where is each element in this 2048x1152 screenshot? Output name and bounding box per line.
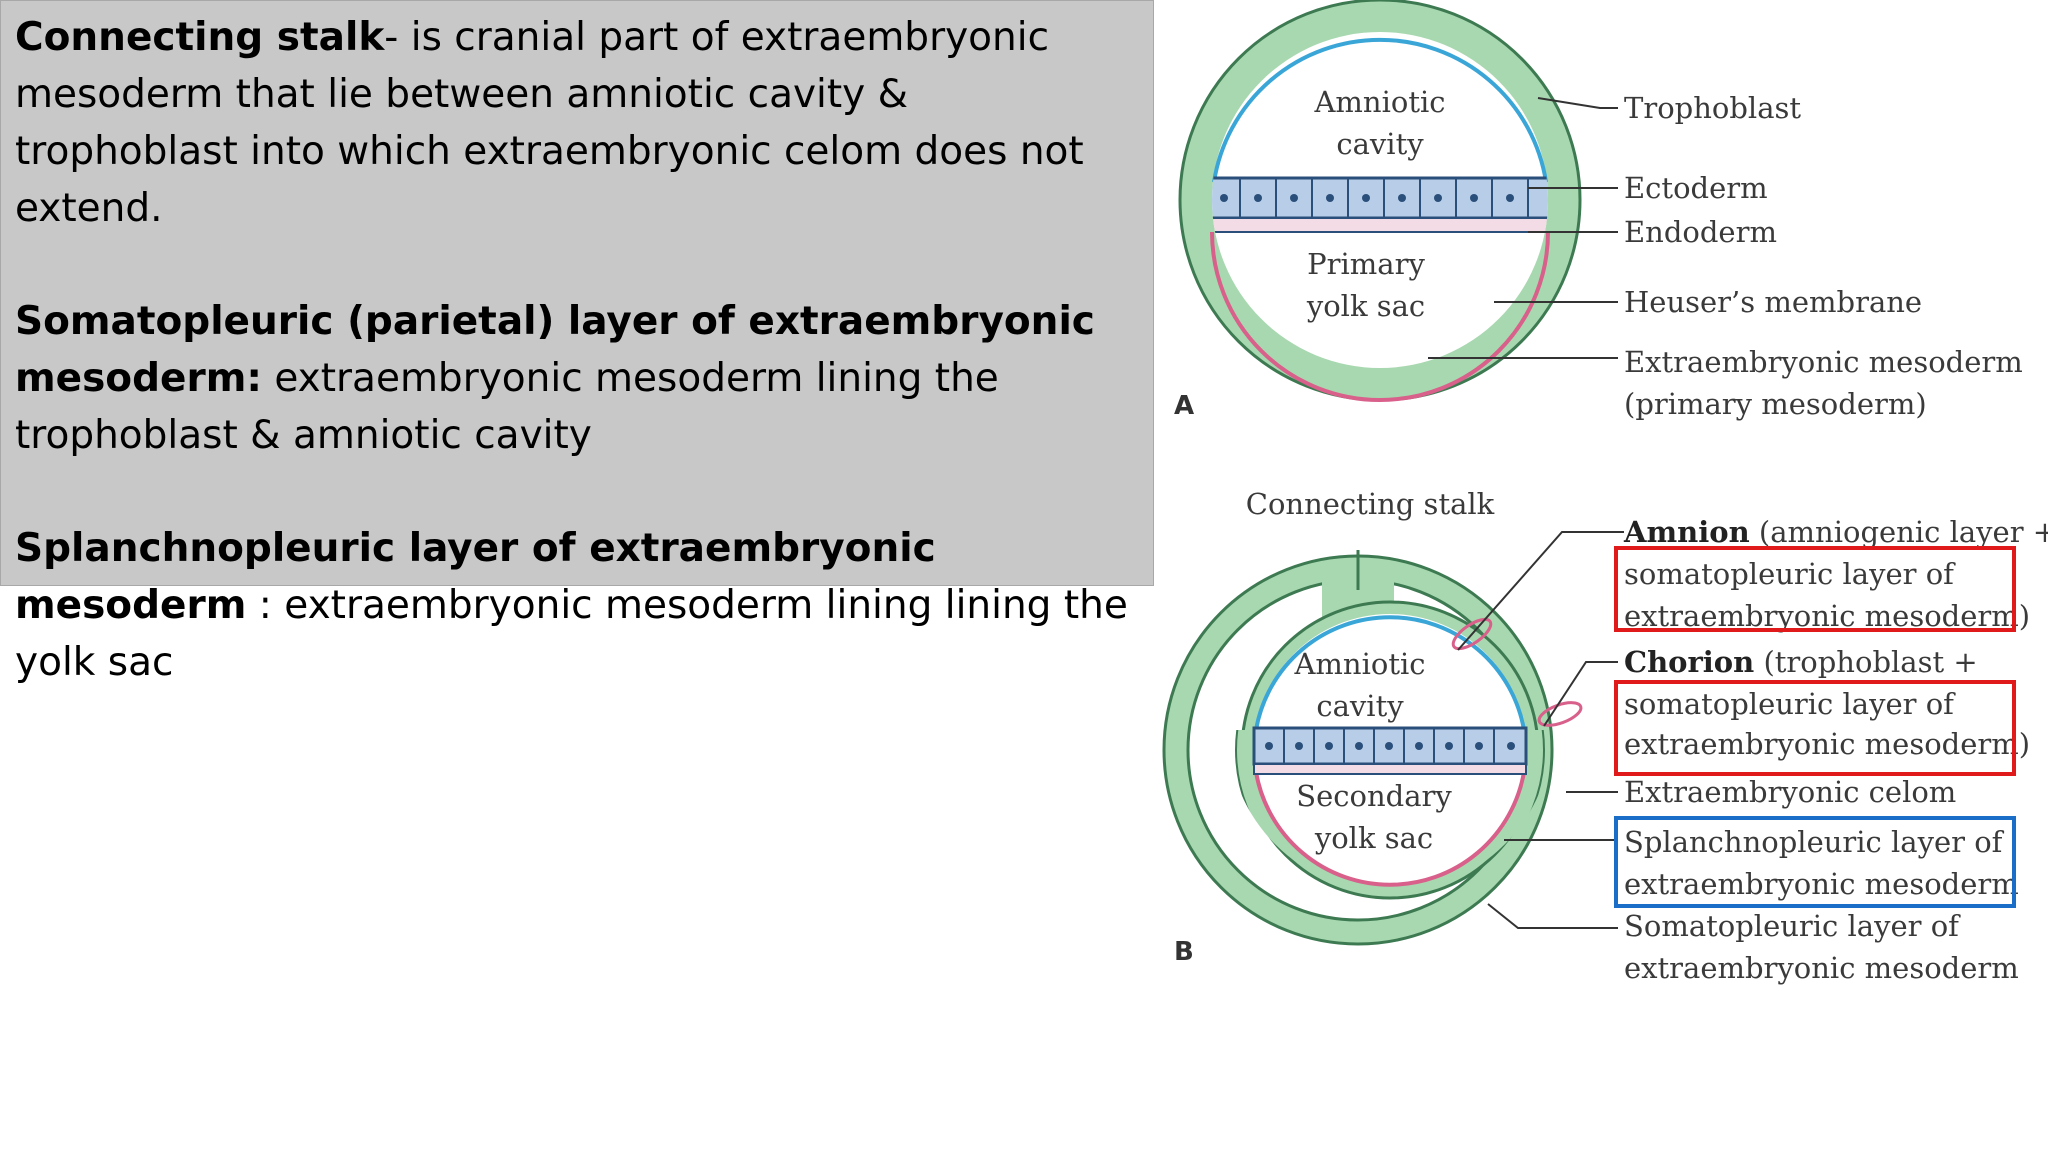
a-label-eem-2: (primary mesoderm)	[1624, 387, 1927, 421]
definition-somatopleuric: extraembryonic mesoderm lining the troph…	[15, 356, 999, 458]
b-amniotic-label-1: Amniotic	[1293, 647, 1425, 681]
a-yolk-boundary	[1210, 231, 1550, 402]
b-amnion-red-box	[1614, 546, 2016, 632]
b-label-somato-2: extraembryonic mesoderm	[1624, 951, 2019, 985]
b-label-amnion-3: extraembryonic mesoderm)	[1624, 599, 2030, 633]
a-panel-letter: A	[1174, 391, 1194, 421]
b-amnion-highlight-ellipse	[1451, 617, 1493, 651]
a-amniotic-label-1: Amniotic	[1313, 85, 1445, 119]
a-leader-trophoblast	[1537, 97, 1618, 109]
b-embryonic-disc	[1252, 726, 1528, 775]
splanchnopleuric-paragraph: Splanchnopleuric layer of extraembryonic…	[15, 520, 1139, 691]
b-connecting-stalk-label: Connecting stalk	[1246, 487, 1495, 521]
connecting-stalk-paragraph: Connecting stalk- is cranial part of ext…	[15, 9, 1139, 237]
a-label-endoderm: Endoderm	[1624, 215, 1777, 249]
b-splanch-blue-box	[1614, 816, 2016, 908]
b-label-amnion-2: somatopleuric layer of	[1624, 557, 1956, 591]
b-leader-somato	[1487, 903, 1618, 929]
term-connecting-stalk: Connecting stalk	[15, 15, 385, 60]
a-label-ectoderm: Ectoderm	[1624, 171, 1768, 205]
a-label-eem-1: Extraembryonic mesoderm	[1624, 345, 2023, 379]
a-label-trophoblast: Trophoblast	[1624, 91, 1801, 125]
text-panel: Connecting stalk- is cranial part of ext…	[0, 0, 1154, 685]
b-amniotic-label-2: cavity	[1316, 689, 1404, 723]
b-label-amnion: Amnion (amniogenic layer +	[1623, 515, 2048, 549]
a-yolk-label-1: Primary	[1307, 247, 1425, 281]
definition-connecting-stalk: - is cranial part of extraembryonic meso…	[15, 15, 1084, 231]
b-amniotic-boundary	[1254, 615, 1526, 731]
b-chorion-red-box	[1614, 680, 2016, 776]
embryo-diagram: Amniotic cavity Primary yolk sac A Troph…	[1162, 0, 2048, 985]
b-label-chorion-2: somatopleuric layer of	[1624, 687, 1956, 721]
a-embryonic-disc	[1212, 176, 1548, 233]
a-amniotic-label-2: cavity	[1336, 127, 1424, 161]
term-somatopleuric: Somatopleuric (parietal) layer of extrae…	[15, 299, 1095, 401]
b-yolk-boundary	[1254, 771, 1526, 887]
b-panel-letter: B	[1174, 937, 1194, 967]
somatopleuric-paragraph: Somatopleuric (parietal) layer of extrae…	[15, 293, 1139, 464]
a-amniotic-boundary	[1212, 37, 1548, 183]
b-label-chorion-3: extraembryonic mesoderm)	[1624, 727, 2030, 761]
a-yolk-label-2: yolk sac	[1306, 289, 1425, 323]
b-yolk-label-2: yolk sac	[1314, 821, 1433, 855]
b-label-splanch-1: Splanchnopleuric layer of	[1624, 825, 2005, 859]
diagram-b: Connecting stalk Amniotic cavity Seconda…	[1162, 487, 2048, 985]
b-label-splanch-2: extraembryonic mesoderm	[1624, 867, 2019, 901]
b-label-chorion: Chorion (trophoblast +	[1624, 645, 1978, 679]
b-leader-amnion	[1457, 531, 1624, 651]
diagram-a: Amniotic cavity Primary yolk sac A Troph…	[1174, 0, 2023, 421]
definition-splanchnopleuric: : extraembryonic mesoderm lining lining …	[15, 583, 1128, 685]
b-yolk-label-1: Secondary	[1296, 779, 1452, 813]
a-label-heuser: Heuser’s membrane	[1624, 285, 1922, 319]
b-label-somato-1: Somatopleuric layer of	[1624, 909, 1961, 943]
b-leader-chorion	[1543, 661, 1618, 727]
term-splanchnopleuric: Splanchnopleuric layer of extraembryonic…	[15, 526, 936, 628]
b-label-celom: Extraembryonic celom	[1624, 775, 1956, 809]
